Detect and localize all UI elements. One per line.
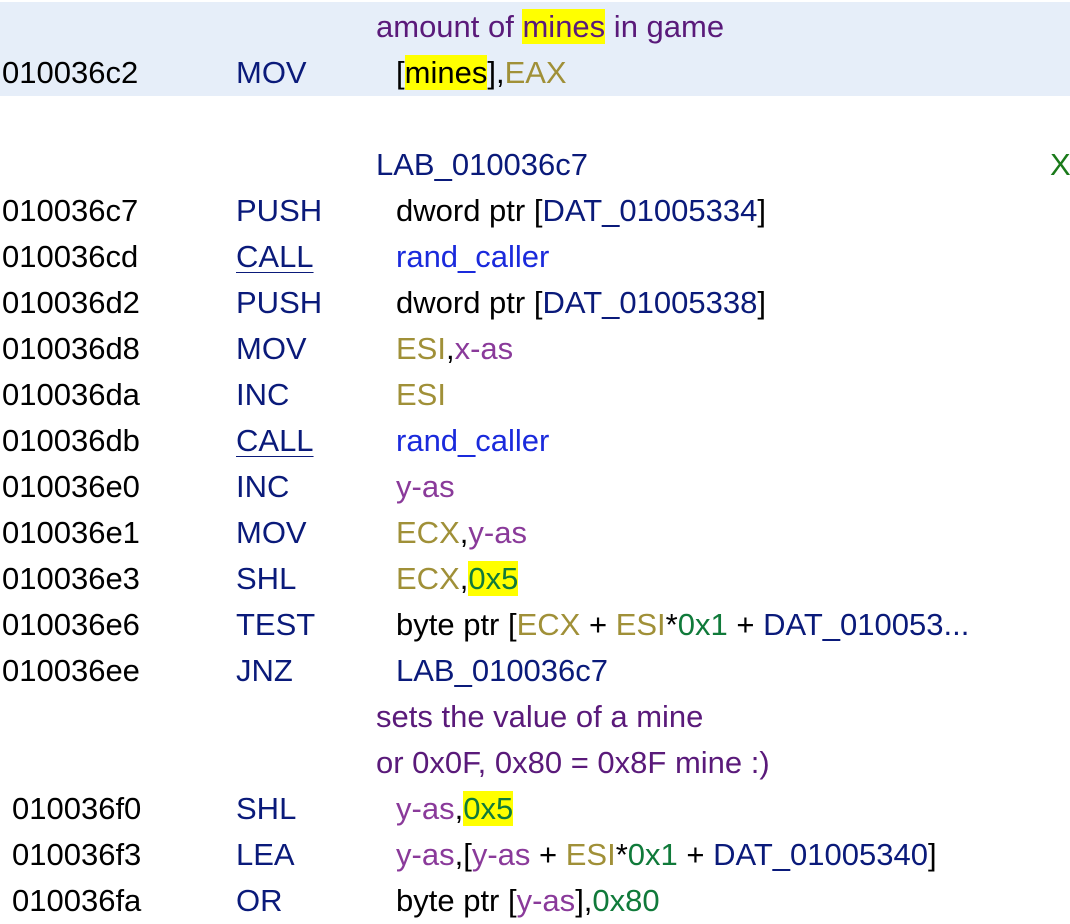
plate-comment: amount of mines in game xyxy=(376,9,725,44)
address[interactable]: 010036d8 xyxy=(2,331,140,366)
listing-row[interactable]: 010036cd CALL rand_caller xyxy=(0,234,1070,280)
operands[interactable]: ECX,y-as xyxy=(396,515,527,550)
address[interactable]: 010036fa xyxy=(12,883,142,918)
address[interactable]: 010036e1 xyxy=(2,515,140,550)
mnemonic[interactable]: JNZ xyxy=(236,653,293,688)
mnemonic[interactable]: PUSH xyxy=(236,285,323,320)
plate-comment: sets the value of a mine xyxy=(376,699,704,734)
operands[interactable]: byte ptr [y-as],0x80 xyxy=(396,883,660,918)
listing-row[interactable]: 010036fa OR byte ptr [y-as],0x80 xyxy=(0,878,1070,924)
operands[interactable]: byte ptr [ECX + ESI*0x1 + DAT_010053... xyxy=(396,607,970,642)
operands[interactable]: ECX,0x5 xyxy=(396,561,519,596)
function-reference: rand_caller xyxy=(396,423,550,458)
mnemonic[interactable]: SHL xyxy=(236,791,297,826)
mnemonic[interactable]: OR xyxy=(236,883,283,918)
operands[interactable]: LAB_010036c7 xyxy=(396,653,609,688)
operands[interactable]: y-as,0x5 xyxy=(396,791,514,826)
address[interactable]: 010036cd xyxy=(2,239,139,274)
listing-row[interactable]: 010036d8 MOV ESI,x-as xyxy=(0,326,1070,372)
mnemonic[interactable]: SHL xyxy=(236,561,297,596)
operands[interactable]: y-as xyxy=(396,469,455,504)
mnemonic[interactable]: MOV xyxy=(236,55,307,90)
listing-row[interactable]: 010036e3 SHL ECX,0x5 xyxy=(0,556,1070,602)
address[interactable]: 010036c2 xyxy=(2,55,139,90)
mnemonic-call-link[interactable]: CALL xyxy=(236,239,314,274)
xref-marker[interactable]: X xyxy=(1050,147,1070,182)
operands[interactable]: y-as,[y-as + ESI*0x1 + DAT_01005340] xyxy=(396,837,937,872)
address[interactable]: 010036e6 xyxy=(2,607,140,642)
operands[interactable]: dword ptr [DAT_01005338] xyxy=(396,285,766,320)
listing-row[interactable]: 010036db CALL rand_caller xyxy=(0,418,1070,464)
address[interactable]: 010036e3 xyxy=(2,561,140,596)
listing-row[interactable]: 010036e6 TEST byte ptr [ECX + ESI*0x1 + … xyxy=(0,602,1070,648)
operands[interactable]: rand_caller xyxy=(396,418,549,464)
label-row[interactable]: LAB_010036c7 X xyxy=(0,142,1070,188)
operands[interactable]: dword ptr [DAT_01005334] xyxy=(396,193,766,228)
listing-row[interactable]: 010036e0 INC y-as xyxy=(0,464,1070,510)
search-highlight: 0x5 xyxy=(463,791,514,826)
operands[interactable]: ESI xyxy=(396,377,446,412)
address[interactable]: 010036f0 xyxy=(12,791,142,826)
search-highlight: 0x5 xyxy=(468,561,519,596)
mnemonic[interactable]: INC xyxy=(236,469,290,504)
search-highlight: mines xyxy=(522,9,606,44)
mnemonic[interactable]: PUSH xyxy=(236,193,323,228)
address[interactable]: 010036db xyxy=(2,423,140,458)
comment-line: sets the value of a mine xyxy=(0,694,1070,740)
code-label[interactable]: LAB_010036c7 xyxy=(376,147,589,182)
operands[interactable]: [mines],EAX xyxy=(396,55,567,90)
operands[interactable]: rand_caller xyxy=(396,234,549,280)
comment-line: amount of mines in game xyxy=(0,4,1070,50)
plate-comment: or 0x0F, 0x80 = 0x8F mine :) xyxy=(376,745,770,780)
address[interactable]: 010036ee xyxy=(2,653,140,688)
mnemonic[interactable]: MOV xyxy=(236,515,307,550)
listing-row[interactable]: 010036f0 SHL y-as,0x5 xyxy=(0,786,1070,832)
function-reference: rand_caller xyxy=(396,239,550,274)
mnemonic[interactable]: MOV xyxy=(236,331,307,366)
address[interactable]: 010036f3 xyxy=(12,837,142,872)
mnemonic[interactable]: LEA xyxy=(236,837,295,872)
listing-row[interactable]: 010036ee JNZ LAB_010036c7 xyxy=(0,648,1070,694)
comment-line: or 0x0F, 0x80 = 0x8F mine :) xyxy=(0,740,1070,786)
listing-row[interactable]: 010036e1 MOV ECX,y-as xyxy=(0,510,1070,556)
mnemonic[interactable]: TEST xyxy=(236,607,316,642)
listing-row[interactable]: 010036c7 PUSH dword ptr [DAT_01005334] xyxy=(0,188,1070,234)
address[interactable]: 010036da xyxy=(2,377,140,412)
listing-row[interactable]: 010036c2 MOV [mines],EAX xyxy=(0,50,1070,96)
listing-row[interactable]: 010036d2 PUSH dword ptr [DAT_01005338] xyxy=(0,280,1070,326)
search-highlight: mines xyxy=(404,55,488,90)
address[interactable]: 010036d2 xyxy=(2,285,140,320)
address[interactable]: 010036e0 xyxy=(2,469,140,504)
address[interactable]: 010036c7 xyxy=(2,193,139,228)
listing-row[interactable]: 010036da INC ESI xyxy=(0,372,1070,418)
mnemonic-call-link[interactable]: CALL xyxy=(236,423,314,458)
listing-row[interactable]: 010036f3 LEA y-as,[y-as + ESI*0x1 + DAT_… xyxy=(0,832,1070,878)
mnemonic[interactable]: INC xyxy=(236,377,290,412)
operands[interactable]: ESI,x-as xyxy=(396,331,514,366)
